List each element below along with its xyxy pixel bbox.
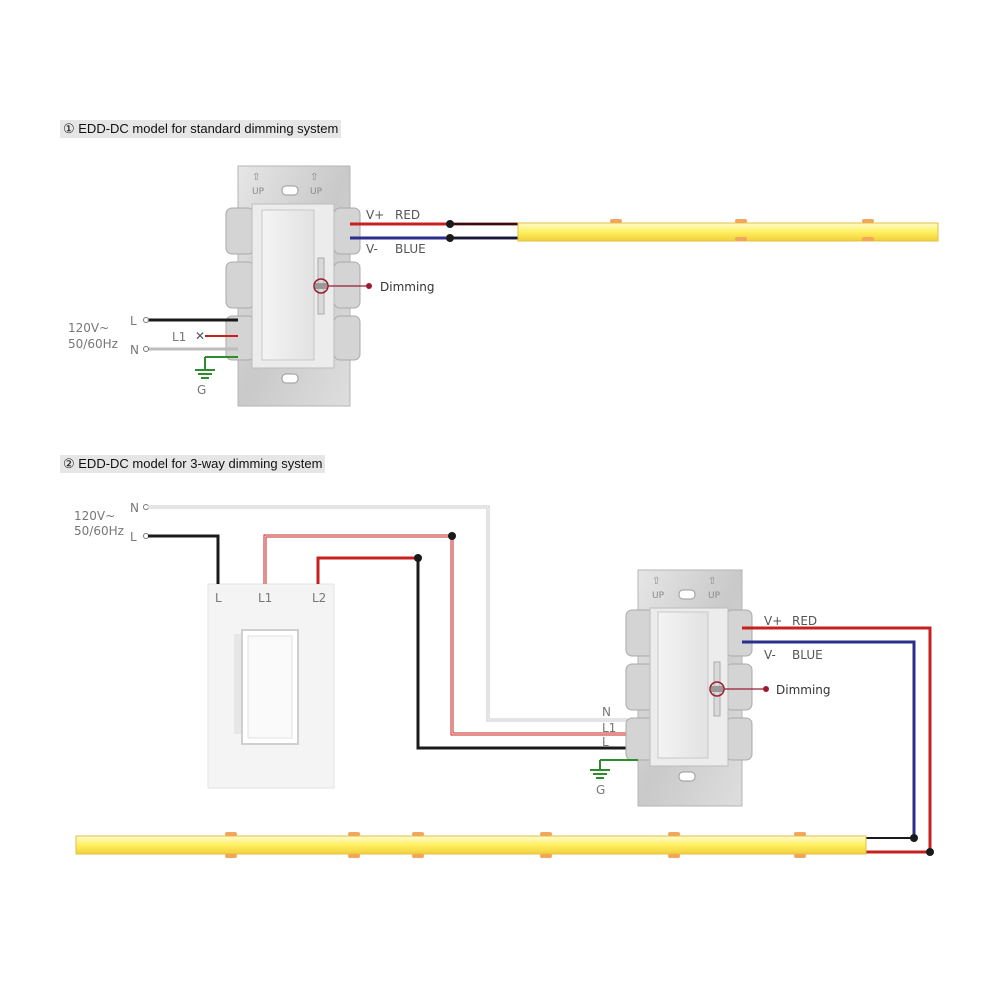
dimming-pointer-dot [763, 686, 769, 692]
supply-frequency-label: 50/60Hz [68, 337, 118, 351]
switch-l1-label: L1 [258, 591, 272, 605]
switch-l-label: L [215, 591, 222, 605]
wire-junction-dot [448, 532, 456, 540]
switch-l2-label: L2 [312, 591, 326, 605]
vplus-label: V+ [366, 208, 384, 222]
up-arrow-icon: ⇧ [652, 576, 660, 587]
wire-junction-dot [910, 834, 918, 842]
up-arrow-icon: ⇧ [708, 576, 716, 587]
red-label: RED [395, 208, 420, 222]
terminal-dot [143, 346, 149, 352]
terminal-dot [143, 533, 149, 539]
section-2-title: ② EDD-DC model for 3-way dimming system [60, 455, 326, 473]
supply-frequency-label: 50/60Hz [74, 524, 124, 538]
terminal-l1-label: L1 [172, 330, 186, 344]
led-strip-1 [517, 219, 939, 242]
section-1-title: ① EDD-DC model for standard dimming syst… [60, 120, 342, 138]
supply-voltage-label: 120V~ [68, 321, 109, 335]
ground-label: G [197, 383, 206, 397]
supply-voltage-label: 120V~ [74, 509, 115, 523]
three-way-switch [207, 583, 335, 789]
blue-wire [742, 640, 916, 838]
dimming-pointer-dot [366, 283, 372, 289]
up-label: UP [252, 187, 265, 197]
red-wire [742, 626, 932, 852]
up-arrow-icon: ⇧ [310, 172, 318, 183]
dimmer-switch-1: ⇧ ⇧ UP UP [225, 165, 361, 407]
led-strip-2 [75, 832, 867, 858]
ground-label: G [596, 783, 605, 797]
terminal-l-label: L [130, 530, 137, 544]
up-arrow-icon: ⇧ [252, 172, 260, 183]
line-wire [148, 534, 220, 584]
wire-junction-dot [414, 554, 422, 562]
terminal-dot [143, 317, 149, 323]
dimming-label: Dimming [776, 683, 831, 697]
vminus-label: V- [764, 648, 776, 662]
terminal-n-label: N [130, 343, 139, 357]
up-label: UP [708, 591, 721, 601]
dimmer-l-label: L [602, 735, 609, 749]
vplus-label: V+ [764, 614, 782, 628]
terminal-n-label: N [130, 501, 139, 515]
dimmer-l1-label: L1 [602, 721, 616, 735]
load-wire [416, 558, 628, 750]
dimmer-switch-2: ⇧ ⇧ UP UP [625, 569, 753, 807]
vminus-label: V- [366, 242, 378, 256]
terminal-l-label: L [130, 314, 137, 328]
terminal-dot [143, 504, 149, 510]
up-label: UP [652, 591, 665, 601]
cap-x-icon: ✕ [195, 329, 205, 343]
traveler-wire-l2 [316, 556, 418, 584]
red-label: RED [792, 614, 817, 628]
wire-junction-dot [926, 848, 934, 856]
dimming-label: Dimming [380, 280, 435, 294]
blue-label: BLUE [792, 648, 823, 662]
up-label: UP [310, 187, 323, 197]
blue-label: BLUE [395, 242, 426, 256]
dimmer-n-label: N [602, 705, 611, 719]
